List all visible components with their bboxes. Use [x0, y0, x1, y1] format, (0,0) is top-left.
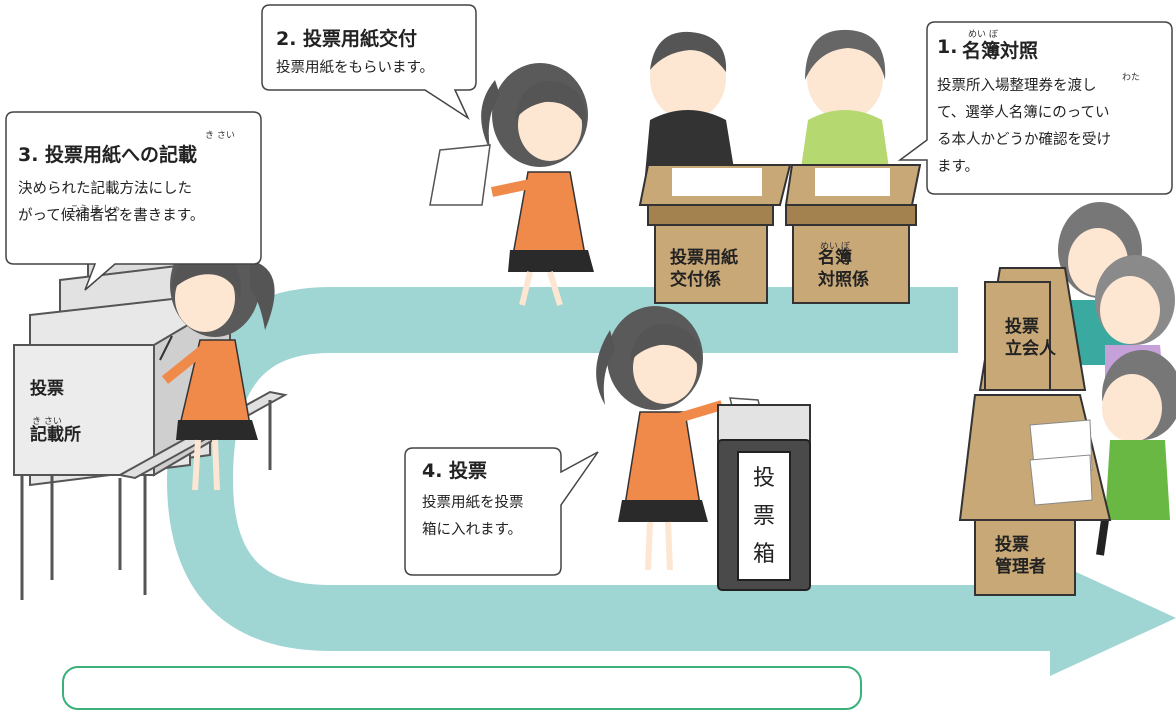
step2-title: 2. 投票用紙交付: [276, 28, 418, 50]
step1-line: ます。: [937, 159, 980, 175]
witness-label: 投票 立会人: [1005, 316, 1056, 360]
desk-ballot-issue-line: 交付係: [670, 270, 721, 290]
step1-ruby-wata: わた: [1122, 73, 1141, 83]
manager-desk: [958, 394, 1112, 596]
witness-line: 投票: [1005, 317, 1039, 337]
step4-line: 投票用紙を投票: [422, 495, 524, 511]
voter-receiving: [429, 63, 594, 306]
step1-title-ruby: めい ぼ: [968, 30, 998, 40]
step4-line: 箱に入れます。: [422, 522, 523, 538]
step4-title: 4. 投票: [422, 460, 488, 482]
step1-title-number: 1.: [937, 36, 958, 58]
desk-ballot-issue-label: 投票用紙 交付係: [670, 247, 738, 291]
booth-ruby: き さい: [32, 417, 62, 427]
witness-desk: [978, 267, 1087, 391]
step1-line: 投票所入場整理券を渡し: [937, 78, 1097, 94]
reception-staff: [645, 29, 890, 175]
step3-ruby-kouhosha: こう ほ しゃ: [70, 205, 121, 215]
step1-line: て、選挙人名簿にのってい: [937, 105, 1110, 121]
desk-register-label: 名簿 対照係: [818, 247, 869, 291]
manager-line: 投票: [995, 535, 1029, 555]
polling-scene: [5, 4, 1176, 676]
desk-register-line: 対照係: [818, 270, 869, 290]
bubble-shape-3: [5, 111, 262, 291]
note-box: [62, 666, 862, 710]
ballot-box-char: 票: [753, 504, 776, 529]
step2-text: 投票用紙をもらいます。: [276, 60, 435, 76]
desk-register: [784, 164, 922, 304]
bubble-shape-1: [897, 21, 1173, 195]
officials: [1058, 202, 1176, 556]
step3-line: 決められた記載方法にした: [18, 181, 192, 197]
step3-line: がって候補者名を書きます。: [18, 208, 205, 224]
voter-casting: [596, 306, 769, 571]
manager-label: 投票 管理者: [995, 534, 1046, 578]
ballot-box-char: 投: [753, 466, 776, 491]
booth-label-line1: 投票: [30, 379, 64, 399]
bubble-shape-2: [261, 4, 477, 121]
desk-ballot-issue-line: 投票用紙: [670, 248, 738, 268]
step3-text: 決められた記載方法にした がって候補者名を書きます。: [18, 176, 258, 230]
step3-title: 3. 投票用紙への記載: [18, 144, 198, 166]
desk-register-ruby: めい ぼ: [820, 242, 850, 252]
flow-arrow: [166, 287, 1060, 651]
step1-text: 投票所入場整理券を渡し て、選挙人名簿にのってい る本人かどうか確認を受け ます…: [937, 73, 1169, 181]
ballot-box-char: 箱: [753, 542, 776, 567]
ballot-box: [717, 404, 811, 591]
step3-title-ruby: き さい: [205, 131, 235, 141]
booth-label-line2: 記載所: [30, 425, 81, 445]
desk-ballot-issue: [638, 164, 792, 304]
flow-arrow-head: [1050, 560, 1176, 676]
step1-title: 名簿対照: [962, 40, 1039, 62]
witness-line: 立会人: [1005, 339, 1056, 359]
manager-line: 管理者: [995, 557, 1046, 577]
step4-text: 投票用紙を投票 箱に入れます。: [422, 490, 524, 544]
bubble-shape-4: [404, 447, 599, 576]
desk-register-line: 名簿: [818, 248, 852, 268]
step1-line: る本人かどうか確認を受け: [937, 132, 1111, 148]
